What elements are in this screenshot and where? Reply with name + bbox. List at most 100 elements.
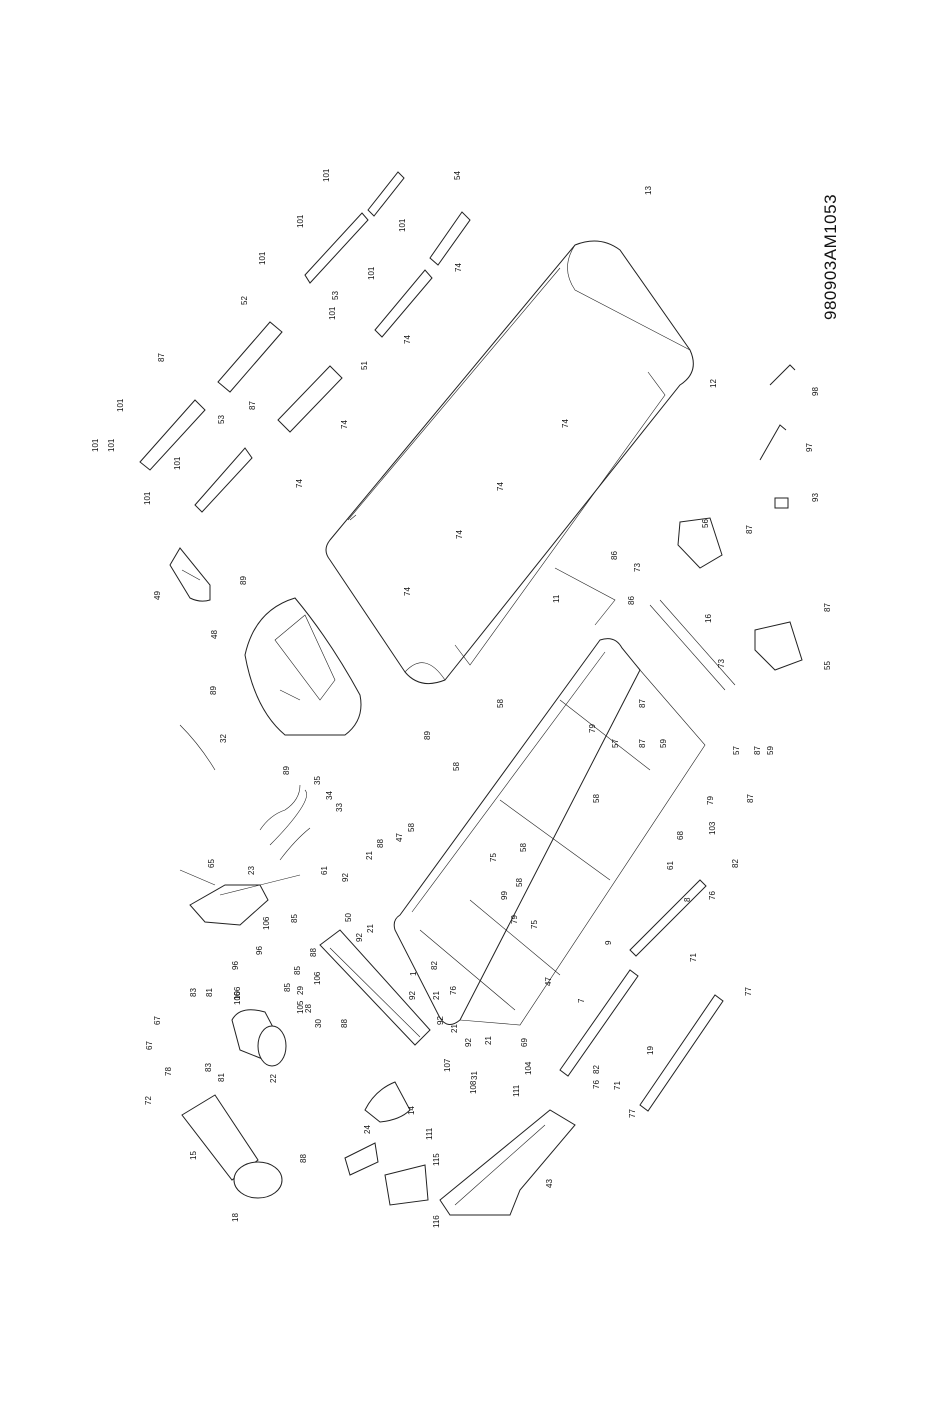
callout-label: 21 [366, 924, 375, 933]
callout-label: 52 [240, 296, 249, 305]
callout-label: 101 [258, 251, 267, 265]
callout-label: 7 [577, 998, 586, 1003]
callout-label: 76 [708, 891, 717, 900]
callout-label: 55 [823, 661, 832, 670]
callout-label: 79 [588, 724, 597, 733]
callout-label: 67 [145, 1041, 154, 1050]
callout-label: 88 [376, 839, 385, 848]
callout-label: 69 [520, 1038, 529, 1047]
callout-label: 51 [360, 361, 369, 370]
callout-label: 50 [344, 913, 353, 922]
callout-label: 53 [331, 291, 340, 300]
callout-label: 88 [299, 1154, 308, 1163]
callout-label: 76 [449, 986, 458, 995]
callout-labels: 101 54 101 101 101 53 101 101 13 74 74 5… [91, 168, 832, 1228]
callout-label: 82 [731, 859, 740, 868]
callout-label: 101 [107, 438, 116, 452]
callout-label: 48 [210, 630, 219, 639]
callout-label: 47 [395, 833, 404, 842]
callout-label: 74 [340, 420, 349, 429]
callout-label: 96 [255, 946, 264, 955]
callout-label: 89 [209, 686, 218, 695]
callout-label: 88 [309, 948, 318, 957]
callout-label: 92 [408, 991, 417, 1000]
callout-label: 43 [545, 1179, 554, 1188]
callout-label: 31 [470, 1071, 479, 1080]
callout-label: 9 [604, 940, 613, 945]
callout-label: 92 [436, 1016, 445, 1025]
rear-base [344, 1109, 576, 1216]
callout-label: 88 [340, 1019, 349, 1028]
callout-label: 18 [231, 1213, 240, 1222]
callout-label: 58 [515, 878, 524, 887]
callout-label: 106 [313, 971, 322, 985]
callout-label: 77 [628, 1109, 637, 1118]
callout-label: 47 [544, 977, 553, 986]
callout-label: 106 [233, 986, 242, 1000]
callout-label: 73 [717, 659, 726, 668]
callout-label: 79 [510, 915, 519, 924]
callout-label: 58 [407, 823, 416, 832]
callout-label: 30 [314, 1019, 323, 1028]
callout-label: 85 [290, 914, 299, 923]
callout-label: 87 [248, 401, 257, 410]
end-caps [554, 517, 803, 691]
callout-label: 15 [189, 1151, 198, 1160]
motor-hood [244, 597, 362, 736]
callout-label: 87 [638, 739, 647, 748]
callout-label: 53 [217, 415, 226, 424]
callout-label: 58 [452, 762, 461, 771]
callout-label: 32 [219, 734, 228, 743]
callout-label: 93 [811, 493, 820, 502]
callout-label: 105 [296, 1000, 305, 1014]
callout-label: 14 [407, 1106, 416, 1115]
callout-label: 74 [454, 263, 463, 272]
callout-label: 92 [355, 933, 364, 942]
callout-label: 106 [233, 991, 242, 1005]
callout-label: 78 [164, 1067, 173, 1076]
callout-label: 74 [561, 419, 570, 428]
callout-label: 81 [205, 988, 214, 997]
callout-label: 83 [189, 988, 198, 997]
callout-label: 92 [341, 873, 350, 882]
callout-label: 71 [689, 953, 698, 962]
deck-belt-assembly [325, 240, 694, 685]
tools [759, 364, 796, 509]
callout-label: 81 [217, 1073, 226, 1082]
motor-drive [179, 869, 411, 1199]
callout-label: 89 [423, 731, 432, 740]
callout-label: 86 [627, 596, 636, 605]
callout-label: 97 [805, 443, 814, 452]
callout-label: 115 [432, 1153, 441, 1166]
callout-label: 75 [489, 853, 498, 862]
callout-label: 68 [676, 831, 685, 840]
callout-label: 87 [746, 794, 755, 803]
callout-label: 111 [512, 1084, 521, 1097]
callout-label: 58 [496, 699, 505, 708]
callout-label: 49 [153, 591, 162, 600]
callout-label: 82 [592, 1065, 601, 1074]
callout-label: 101 [91, 438, 100, 452]
callout-label: 56 [701, 519, 710, 528]
callout-label: 111 [425, 1127, 434, 1140]
callout-label: 29 [296, 986, 305, 995]
callout-label: 71 [613, 1081, 622, 1090]
callout-label: 73 [633, 563, 642, 572]
callout-label: 98 [811, 387, 820, 396]
callout-label: 59 [766, 746, 775, 755]
callout-label: 58 [592, 794, 601, 803]
callout-label: 74 [295, 479, 304, 488]
callout-label: 99 [500, 891, 509, 900]
callout-label: 87 [157, 353, 166, 362]
callout-label: 59 [659, 739, 668, 748]
callout-label: 34 [325, 791, 334, 800]
callout-label: 8 [683, 897, 692, 902]
callout-label: 101 [296, 214, 305, 228]
callout-label: 74 [403, 335, 412, 344]
callout-label: 28 [304, 1004, 313, 1013]
callout-label: 107 [443, 1058, 452, 1072]
callout-label: 101 [367, 266, 376, 280]
callout-label: 79 [706, 796, 715, 805]
callout-label: 21 [365, 851, 374, 860]
